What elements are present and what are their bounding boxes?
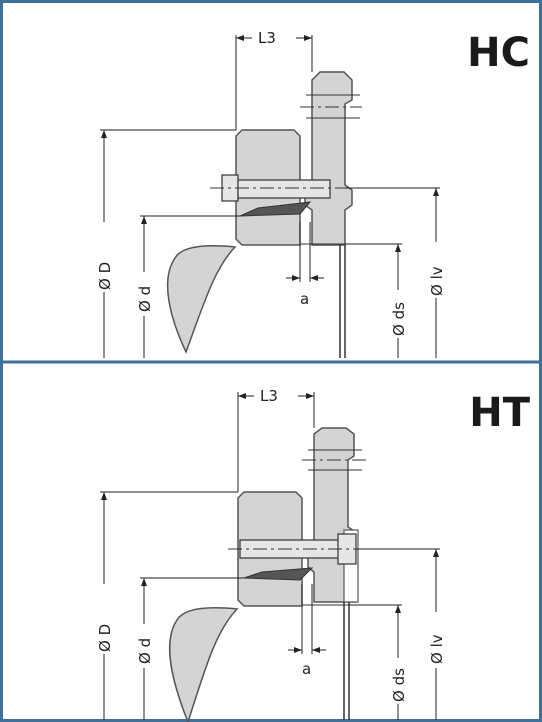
panel-title-hc: HC [467,30,530,76]
taper-wedge [239,201,312,217]
ht-drawing: L3 Ø D Ø d a Ø ds Ø lv [96,387,446,722]
shaft-symbol [168,607,239,722]
label-lv: Ø lv [428,634,446,664]
label-l3: L3 [258,29,276,47]
label-ds: Ø ds [390,668,408,702]
label-l3: L3 [260,387,278,405]
label-a: a [300,290,309,308]
flange [304,71,353,246]
label-od: Ø D [96,624,114,652]
panel-ht: L3 Ø D Ø d a Ø ds Ø lv HT [0,362,542,722]
label-ds: Ø ds [390,302,408,336]
label-lv: Ø lv [428,266,446,296]
arrowheads [101,35,439,281]
hc-drawing: L3 Ø D Ø d a Ø ds Ø lv [96,29,446,358]
shaft-symbol [166,245,237,354]
panel-hc: L3 Ø D Ø d a Ø ds Ø lv HC [96,29,530,358]
taper-wedge [243,567,314,581]
label-od: Ø D [96,262,114,290]
label-a: a [302,660,311,678]
label-id: Ø d [136,286,154,312]
label-id: Ø d [136,638,154,664]
arrowheads [101,393,439,653]
panel-title-ht: HT [469,390,530,436]
